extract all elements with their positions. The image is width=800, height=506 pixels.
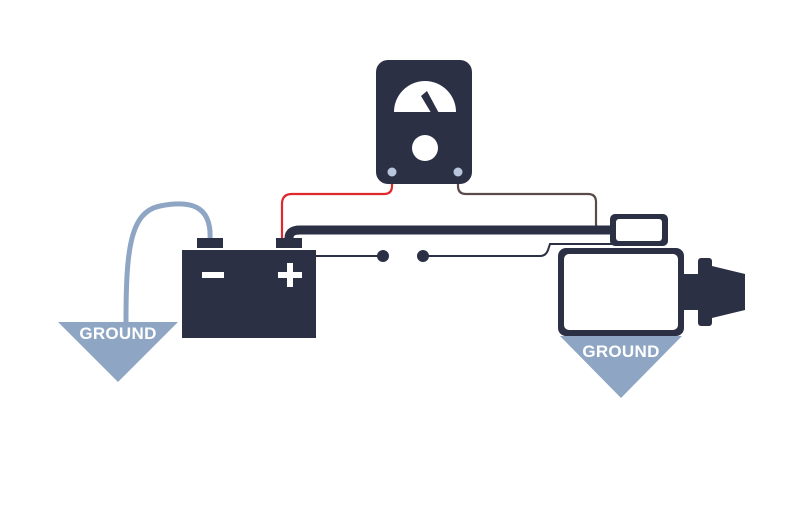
ground-cable-left [123,201,213,325]
battery-cable-main [284,225,612,246]
battery-terminal-negative [197,238,223,248]
starter-housing-face [564,254,678,330]
solenoid-icon [610,214,668,246]
meter-terminal-left [387,167,397,177]
ground-symbol-left: GROUND [58,322,178,382]
switch-contact [417,250,429,262]
starter-drive-cone [712,266,745,318]
meter-needle [421,91,441,121]
battery-icon [182,238,316,338]
control-wire [316,243,612,257]
analog-voltmeter-icon [376,60,472,184]
battery-plus-sign-v [287,263,293,287]
meter-terminal-right [453,167,463,177]
meter-lead-brown [456,174,612,232]
ground-label-left: GROUND [79,324,156,343]
battery-minus-sign [202,272,224,278]
battery-body [182,250,316,338]
solenoid-face [616,219,662,241]
meter-lead-red [280,174,394,240]
starter-motor-icon [558,248,745,336]
ignition-switch [377,250,429,262]
ground-triangle-icon [58,322,178,382]
ground-symbol-right: GROUND [560,336,682,398]
battery-terminal-positive [276,238,302,248]
switch-contact [377,250,389,262]
ground-triangle-icon [560,336,682,398]
meter-knob [412,135,438,161]
starter-collar [698,258,712,326]
starter-shaft [684,274,700,310]
ground-label-right: GROUND [582,342,659,361]
meter-body [376,60,472,184]
